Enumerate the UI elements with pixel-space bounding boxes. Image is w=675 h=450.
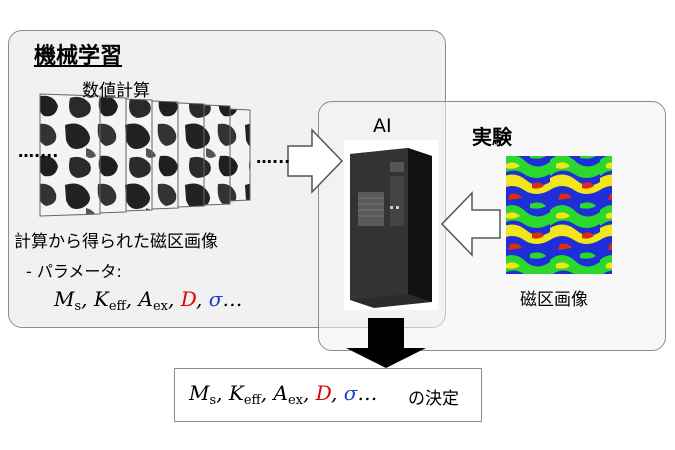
param-ms: M: [54, 287, 75, 311]
down-arrow-icon: [346, 318, 426, 368]
right-arrow-icon: [287, 128, 344, 194]
result-ellipsis: …: [357, 381, 378, 405]
dots-left: …....: [18, 142, 59, 161]
param-d: D: [180, 287, 197, 311]
param-ms-sub: s: [74, 299, 82, 314]
parameter-list: Ms, Keff, Aex, D, σ…: [54, 287, 243, 314]
result-sigma: σ: [343, 381, 358, 405]
experiment-image-caption: 磁区画像: [520, 290, 588, 310]
result-suffix: の決定: [408, 389, 459, 409]
result-ms: M: [189, 381, 210, 405]
simulation-label: 数値計算: [82, 81, 150, 101]
result-aex: A: [273, 381, 288, 405]
ai-server-box: [344, 140, 438, 310]
experimental-domain-image: [506, 156, 612, 274]
result-d: D: [315, 381, 332, 405]
param-sigma: σ: [208, 287, 223, 311]
result-box: Ms, Keff, Aex, D, σ… の決定: [174, 368, 482, 422]
result-keff: K: [228, 381, 244, 405]
parameter-caption: - パラメータ:: [26, 262, 122, 281]
param-keff-sub: eff: [108, 299, 126, 314]
result-keff-sub: eff: [243, 393, 261, 408]
result-aex-sub: ex: [287, 393, 303, 408]
param-ellipsis: …: [222, 287, 243, 311]
ai-label: AI: [373, 115, 392, 137]
result-parameter-list: Ms, Keff, Aex, D, σ…: [189, 381, 378, 408]
result-ms-sub: s: [209, 393, 217, 408]
dots-right: …...: [256, 148, 291, 167]
stacked-sim-images: [39, 93, 251, 217]
left-arrow-icon: [440, 191, 501, 257]
param-aex-sub: ex: [152, 299, 168, 314]
experiment-title: 実験: [472, 125, 512, 149]
server-icon: [350, 148, 432, 308]
param-keff: K: [93, 287, 109, 311]
param-aex: A: [138, 287, 153, 311]
ml-panel-title: 機械学習: [34, 44, 123, 69]
calc-image-caption: 計算から得られた磁区画像: [14, 232, 218, 252]
